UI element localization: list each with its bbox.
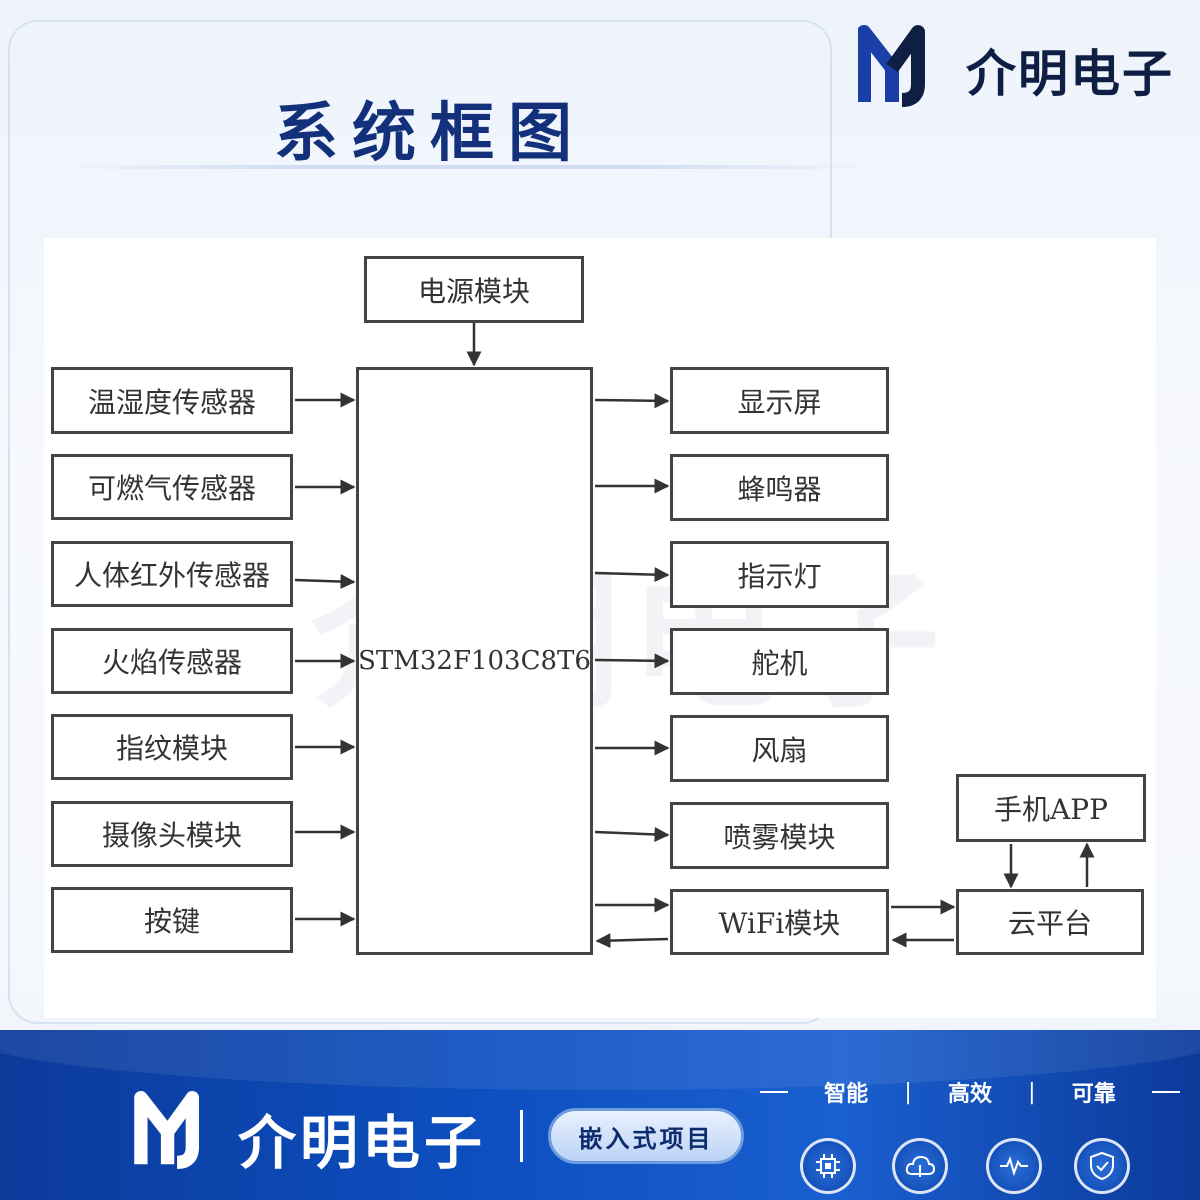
brand-name-footer: 介明电子 (238, 1109, 487, 1177)
tagline-reliable: 可靠 (1071, 1082, 1116, 1107)
tagline-smart: 智能 (824, 1082, 869, 1107)
output-box-fan: 风扇 (670, 715, 889, 782)
page-title: 系统框图 (274, 97, 586, 171)
tagline-rule-left (760, 1091, 788, 1093)
output-box-indicator: 指示灯 (670, 541, 889, 608)
tagline-rule-right (1151, 1091, 1180, 1093)
input-box-button: 按键 (51, 887, 293, 953)
chip-icon (800, 1138, 856, 1194)
pulse-icon (986, 1138, 1042, 1194)
input-box-camera: 摄像头模块 (51, 801, 293, 867)
input-box-gas: 可燃气传感器 (51, 454, 293, 520)
arrow-input-2 (294, 574, 356, 590)
output-box-servo: 舵机 (670, 628, 889, 695)
title-underline (60, 165, 870, 169)
output-box-display: 显示屏 (670, 367, 889, 434)
input-box-temp-humidity: 温湿度传感器 (51, 367, 293, 434)
footer-divider (520, 1110, 523, 1162)
shield-check-icon (1074, 1138, 1130, 1194)
output-box-wifi: WiFi模块 (670, 889, 889, 955)
mj-logo-icon (858, 25, 925, 107)
input-box-pir: 人体红外传感器 (51, 541, 293, 607)
arrow-output-3 (594, 653, 670, 669)
power-module-box: 电源模块 (364, 256, 584, 323)
embedded-project-badge: 嵌入式项目 (548, 1108, 744, 1164)
cloud-platform-box: 云平台 (956, 889, 1144, 955)
mj-logo-icon-footer (134, 1090, 199, 1170)
brand-logo-top: 介明电子 (858, 20, 1188, 112)
arrow-wifi-mcu (595, 933, 669, 949)
app-box: 手机APP (956, 774, 1146, 842)
arrow-output-2 (594, 567, 670, 583)
input-box-flame: 火焰传感器 (51, 628, 293, 694)
input-box-fingerprint: 指纹模块 (51, 714, 293, 780)
tagline-efficient: 高效 (947, 1082, 992, 1107)
output-box-spray: 喷雾模块 (670, 802, 889, 869)
footer-band: 介明电子 嵌入式项目 智能 | 高效 | 可靠 (0, 1030, 1200, 1200)
arrow-output-5 (594, 826, 670, 842)
arrow-output-0 (594, 393, 670, 409)
tagline-separator: | (904, 1079, 912, 1105)
feature-tagline: 智能 | 高效 | 可靠 (760, 1074, 1180, 1110)
cloud-icon (892, 1138, 948, 1194)
tagline-separator: | (1028, 1079, 1036, 1105)
mcu-box: STM32F103C8T6 (356, 367, 593, 955)
output-box-buzzer: 蜂鸣器 (670, 454, 889, 521)
brand-name-top: 介明电子 (966, 45, 1174, 103)
